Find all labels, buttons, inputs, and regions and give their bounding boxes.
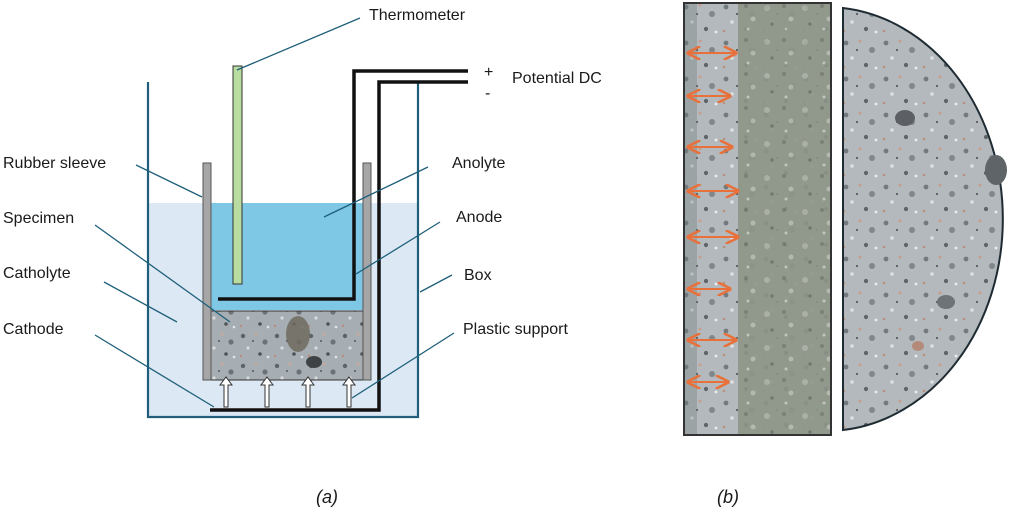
specimen-leader xyxy=(94,224,231,323)
specimen-block xyxy=(210,310,364,381)
label-potential-dc: Potential DC xyxy=(512,70,602,87)
penetration-arrows xyxy=(688,53,738,382)
cathode-leader xyxy=(94,334,215,408)
caption-a: (a) xyxy=(316,487,338,507)
rubber-sleeve-left xyxy=(202,162,212,381)
caption-b: (b) xyxy=(717,487,739,507)
anode-leader xyxy=(355,221,441,275)
penetration-zone xyxy=(738,4,830,434)
anode-wire xyxy=(218,69,468,301)
rubber-sleeve-right xyxy=(362,162,372,381)
label-anolyte: Anolyte xyxy=(452,155,505,172)
plastic-support-leader xyxy=(351,332,455,399)
thermometer-rod xyxy=(232,65,243,285)
label-catholyte: Catholyte xyxy=(3,265,71,282)
label-anode: Anode xyxy=(456,209,502,226)
label-thermometer: Thermometer xyxy=(369,7,466,24)
box-outline xyxy=(146,82,420,419)
label-plastic-support: Plastic support xyxy=(463,321,568,338)
label-rubber-sleeve: Rubber sleeve xyxy=(3,155,106,172)
label-cathode: Cathode xyxy=(3,321,64,338)
thermometer-leader xyxy=(236,17,361,71)
label-minus: - xyxy=(485,85,490,102)
label-plus: + xyxy=(484,64,493,81)
plastic-support xyxy=(219,376,356,408)
anolyte-leader xyxy=(323,166,429,218)
label-specimen: Specimen xyxy=(3,210,74,227)
core-cross-section xyxy=(842,6,1004,432)
panel-b: (b) xyxy=(683,2,1007,507)
box-leader xyxy=(419,274,453,293)
catholyte-leader xyxy=(103,281,178,323)
rubber-sleeve-leader xyxy=(135,164,203,198)
cathode-wire xyxy=(210,80,468,412)
panel-a: Thermometer + - Potential DC Rubber slee… xyxy=(3,7,602,507)
label-box: Box xyxy=(464,267,492,284)
